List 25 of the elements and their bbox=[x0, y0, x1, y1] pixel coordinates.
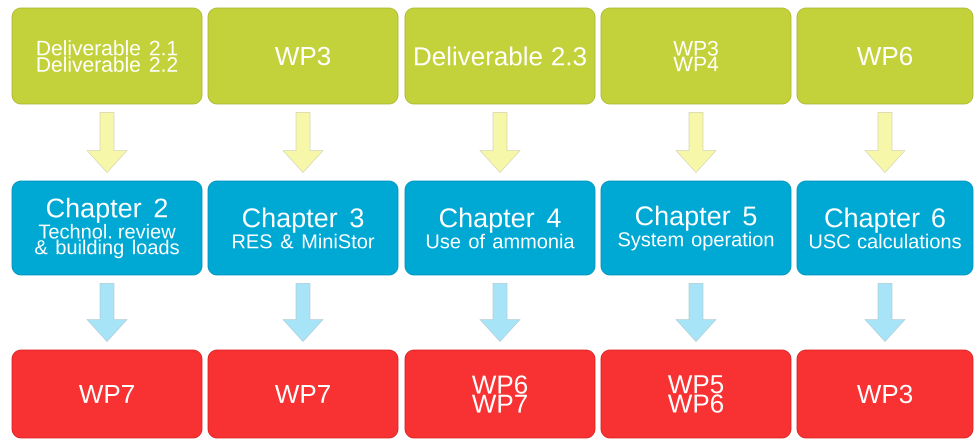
work-package-box: WP7 bbox=[208, 350, 398, 438]
chapter-box: Chapter 6 USC calculations bbox=[796, 180, 974, 276]
work-package-box: WP3 bbox=[796, 350, 974, 438]
chapter-box: Chapter 5 System operation bbox=[600, 180, 792, 276]
work-package-box: WP5 WP6 bbox=[600, 350, 792, 438]
block-arrow bbox=[86, 283, 128, 342]
deliverable-box: Deliverable 2.1 Deliverable 2.2 bbox=[12, 8, 202, 104]
block-arrow bbox=[675, 112, 717, 174]
work-package-box: WP6 WP7 bbox=[404, 350, 596, 438]
deliverable-box: WP3 bbox=[208, 8, 398, 104]
chapter-box: Chapter 3 RES & MiniStor bbox=[208, 180, 398, 276]
block-arrow bbox=[479, 112, 521, 174]
work-package-box: WP7 bbox=[12, 350, 202, 438]
block-arrow bbox=[864, 283, 906, 342]
block-arrow bbox=[282, 283, 324, 342]
block-arrow bbox=[864, 112, 906, 174]
deliverable-box: WP3 WP4 bbox=[600, 8, 792, 104]
chapter-box: Chapter 4 Use of ammonia bbox=[404, 180, 596, 276]
chapter-box: Chapter 2 Technol. review & building loads bbox=[12, 180, 202, 276]
deliverable-box: Deliverable 2.3 bbox=[404, 8, 596, 104]
block-arrow bbox=[479, 283, 521, 342]
deliverable-box: WP6 bbox=[796, 8, 974, 104]
block-arrow bbox=[282, 112, 324, 174]
block-arrow bbox=[675, 283, 717, 342]
block-arrow bbox=[86, 112, 128, 174]
